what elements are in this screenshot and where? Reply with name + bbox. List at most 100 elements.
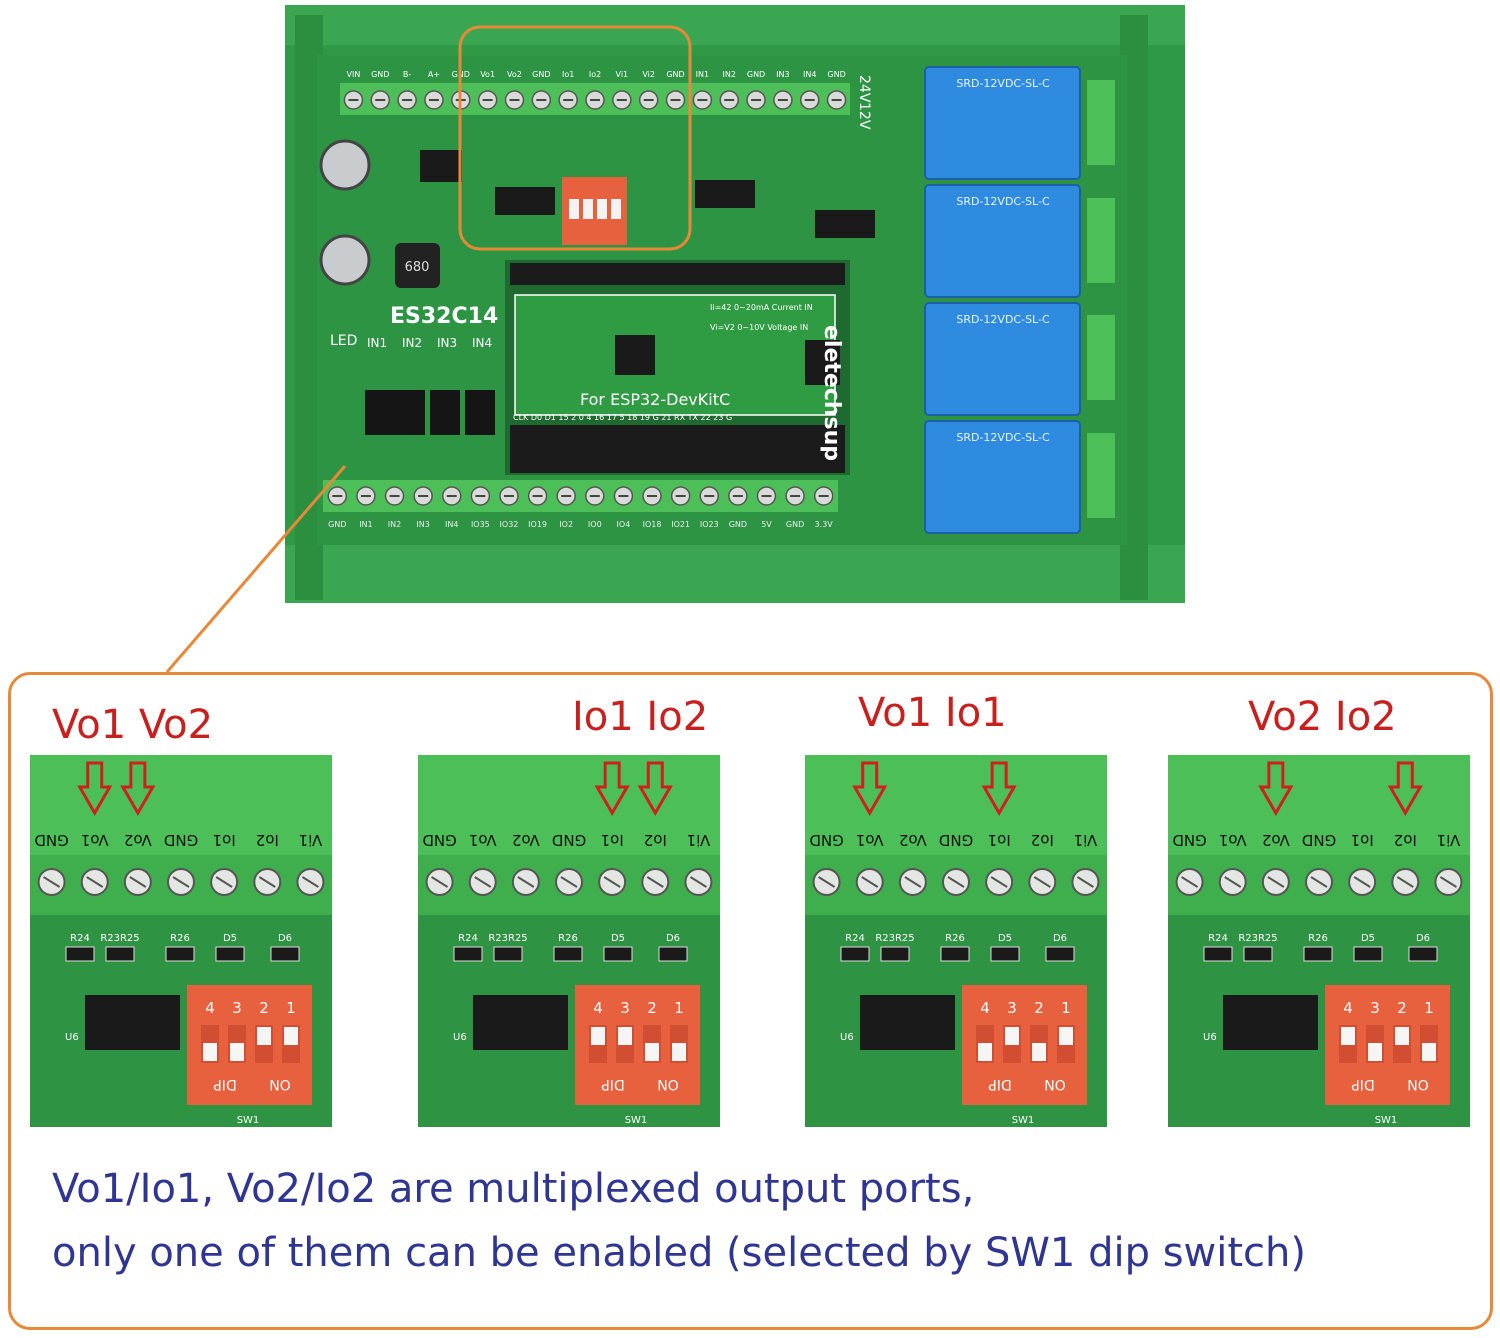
component-label: R24 [1208, 933, 1228, 944]
panel-terminal-label: GND [552, 831, 586, 849]
panel-label-vo2-io2: Vo2 Io2 [1248, 694, 1397, 740]
dip-text: DIP [1351, 1076, 1374, 1092]
dip-toggle[interactable] [203, 1043, 217, 1061]
component-label: R23R25 [1238, 933, 1277, 944]
chip-label: U6 [453, 1032, 467, 1043]
power-24v-label: 24V [856, 75, 872, 103]
switch-label: SW1 [1375, 1115, 1398, 1126]
terminal-label: GND [328, 520, 346, 529]
relay-label: SRD-12VDC-SL-C [956, 431, 1050, 444]
terminal-label: IN2 [722, 70, 735, 79]
dip-number: 1 [1061, 999, 1071, 1017]
component-label: R26 [1308, 933, 1328, 944]
dip-toggle[interactable] [1422, 1043, 1436, 1061]
detail-frame [8, 672, 1493, 1330]
terminal-label: VIN [347, 70, 361, 79]
panel-terminal-label: Io1 [988, 831, 1011, 849]
panel-terminal-label: GND [1172, 831, 1206, 849]
component-label: D5 [998, 933, 1012, 944]
component-label: R23R25 [488, 933, 527, 944]
dip-toggle[interactable] [1005, 1027, 1019, 1045]
component-label: R24 [70, 933, 90, 944]
component-label: R24 [845, 933, 865, 944]
dip-number: 2 [647, 999, 657, 1017]
dip-toggle[interactable] [978, 1043, 992, 1061]
red-arrow-icon [120, 761, 156, 817]
dip-toggle[interactable] [672, 1043, 686, 1061]
panel-terminal-label: Io2 [256, 831, 279, 849]
dip-number: 4 [1343, 999, 1353, 1017]
red-arrow-icon [637, 761, 673, 817]
component-label: R23R25 [100, 933, 139, 944]
component-label: D6 [278, 933, 292, 944]
panel-terminal-label: Vo1 [856, 831, 884, 849]
red-arrow-icon [981, 761, 1017, 817]
dip-toggle[interactable] [230, 1043, 244, 1061]
component-label: D5 [1361, 933, 1375, 944]
relay [924, 66, 1081, 180]
panel-terminal-label: Vi1 [1074, 831, 1098, 849]
dip-text: DIP [601, 1076, 624, 1092]
dip-toggle[interactable] [591, 1027, 605, 1045]
brand-label: eletechsup [819, 325, 844, 461]
panel-terminal-label: Vo2 [512, 831, 540, 849]
panel-terminal-label: GND [34, 831, 68, 849]
dip-toggle[interactable] [618, 1027, 632, 1045]
panel-terminal-label: Io1 [601, 831, 624, 849]
dip-toggle[interactable] [645, 1043, 659, 1061]
panel-terminal-label: Vi1 [1437, 831, 1461, 849]
switch-label: SW1 [237, 1115, 260, 1126]
input-label: IN2 [402, 336, 422, 350]
switch-label: SW1 [625, 1115, 648, 1126]
terminal-label: IO32 [500, 520, 519, 529]
io-note-voltage: Vi=V2 0~10V Voltage IN [710, 323, 808, 332]
component-label: D6 [1416, 933, 1430, 944]
dip-toggle[interactable] [1395, 1027, 1409, 1045]
dip-toggle[interactable] [1032, 1043, 1046, 1061]
dip-toggle[interactable] [1059, 1027, 1073, 1045]
terminal-label: IN3 [416, 520, 429, 529]
terminal-label: IN1 [696, 70, 709, 79]
dip-toggle[interactable] [284, 1027, 298, 1045]
inductor [395, 243, 440, 288]
terminal-label: Io1 [562, 70, 574, 79]
capacitor [319, 234, 371, 286]
component-label: D6 [1053, 933, 1067, 944]
dip-on-text: ON [657, 1076, 679, 1092]
dip-number: 4 [980, 999, 990, 1017]
caption-line-2: only one of them can be enabled (selecte… [52, 1230, 1307, 1276]
chip-label: U6 [65, 1032, 79, 1043]
terminal-label: A+ [428, 70, 440, 79]
chip [85, 995, 180, 1050]
panel-terminal-label: Vo1 [81, 831, 109, 849]
panel-terminal-label: Vo2 [1262, 831, 1290, 849]
terminal-label: IO23 [700, 520, 719, 529]
io-note-current: Ii=42 0~20mA Current IN [710, 303, 813, 312]
relay-label: SRD-12VDC-SL-C [956, 313, 1050, 326]
dip-number: 1 [1424, 999, 1434, 1017]
component-label: R24 [458, 933, 478, 944]
terminal-label: IO2 [559, 520, 573, 529]
terminal-label: Vi2 [642, 70, 655, 79]
dip-toggle[interactable] [1368, 1043, 1382, 1061]
component-label: D6 [666, 933, 680, 944]
capacitor [319, 139, 371, 191]
terminal-label: IO0 [588, 520, 602, 529]
panel-label-io1-io2: Io1 Io2 [572, 694, 709, 740]
input-label: IN4 [472, 336, 492, 350]
module-label: For ESP32-DevKitC [580, 390, 730, 409]
terminal-label: Vo1 [480, 70, 495, 79]
dip-number: 1 [674, 999, 684, 1017]
terminal-label: IO21 [671, 520, 690, 529]
red-arrow-icon [852, 761, 888, 817]
switch-label: SW1 [1012, 1115, 1035, 1126]
terminal-label: IO19 [528, 520, 547, 529]
dip-number: 3 [232, 999, 242, 1017]
dip-toggle[interactable] [257, 1027, 271, 1045]
dip-number: 4 [205, 999, 215, 1017]
dip-toggle[interactable] [1341, 1027, 1355, 1045]
relay [924, 302, 1081, 416]
